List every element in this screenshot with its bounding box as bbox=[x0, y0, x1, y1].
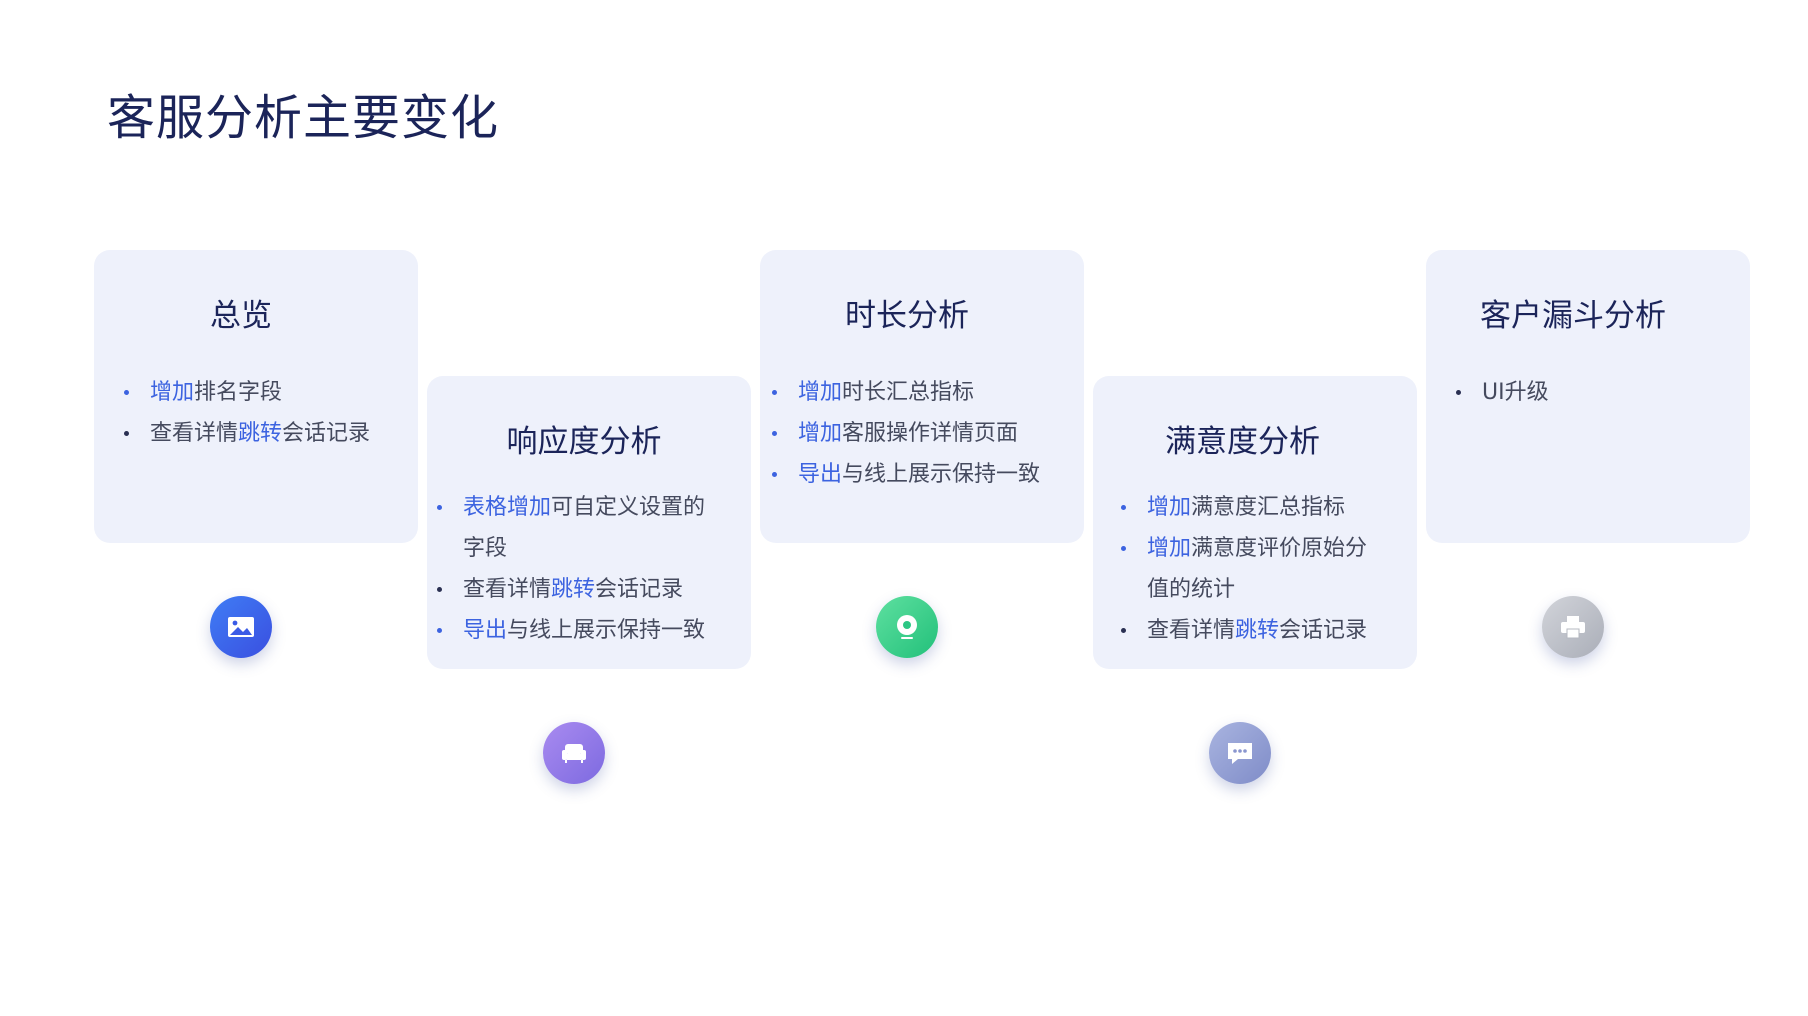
item-text: 时长汇总指标 bbox=[842, 380, 975, 405]
list-item: 增加时长汇总指标 bbox=[772, 372, 1040, 413]
printer-icon bbox=[1542, 596, 1604, 658]
item-text: 查看详情 bbox=[150, 421, 239, 446]
item-text: 值的统计 bbox=[1147, 577, 1236, 602]
list-item: 表格增加可自定义设置的字段 bbox=[437, 487, 705, 569]
card-list: 增加排名字段 查看详情跳转会话记录 bbox=[124, 372, 370, 454]
location-icon bbox=[876, 596, 938, 658]
highlight-text: 增加 bbox=[1147, 495, 1192, 520]
card-list: 增加时长汇总指标 增加客服操作详情页面 导出与线上展示保持一致 bbox=[772, 372, 1040, 495]
list-item: 增加排名字段 bbox=[124, 372, 370, 413]
card-duration: 时长分析 增加时长汇总指标 增加客服操作详情页面 导出与线上展示保持一致 bbox=[760, 250, 1084, 543]
item-text: 排名字段 bbox=[194, 380, 283, 405]
card-title: 响应度分析 bbox=[506, 424, 662, 460]
list-item: 增加满意度汇总指标 bbox=[1121, 487, 1367, 528]
highlight-text: 增加 bbox=[798, 421, 843, 446]
card-response: 响应度分析 表格增加可自定义设置的字段 查看详情跳转会话记录 导出与线上展示保持… bbox=[427, 376, 751, 669]
page-title: 客服分析主要变化 bbox=[107, 90, 500, 146]
card-list: UI升级 bbox=[1456, 372, 1549, 413]
item-text: 与线上展示保持一致 bbox=[842, 462, 1041, 487]
item-text: 字段 bbox=[463, 536, 508, 561]
highlight-text: 增加 bbox=[150, 380, 195, 405]
highlight-text: 跳转 bbox=[238, 421, 283, 446]
item-text: 与线上展示保持一致 bbox=[507, 618, 706, 643]
highlight-text: 增加 bbox=[1147, 536, 1192, 561]
item-text: 客服操作详情页面 bbox=[842, 421, 1019, 446]
list-item: 查看详情跳转会话记录 bbox=[124, 413, 370, 454]
highlight-text: 导出 bbox=[798, 462, 843, 487]
list-item: UI升级 bbox=[1456, 372, 1549, 413]
highlight-text: 跳转 bbox=[551, 577, 596, 602]
item-text: 满意度评价原始分 bbox=[1191, 536, 1368, 561]
card-title: 时长分析 bbox=[845, 298, 969, 334]
card-list: 增加满意度汇总指标 增加满意度评价原始分值的统计 查看详情跳转会话记录 bbox=[1121, 487, 1367, 651]
highlight-text: 增加 bbox=[798, 380, 843, 405]
card-title: 满意度分析 bbox=[1165, 424, 1320, 460]
chat-icon bbox=[1209, 722, 1271, 784]
list-item: 查看详情跳转会话记录 bbox=[1121, 610, 1367, 651]
item-text: 满意度汇总指标 bbox=[1191, 495, 1346, 520]
card-funnel: 客户漏斗分析 UI升级 bbox=[1426, 250, 1750, 543]
item-text: 查看详情 bbox=[463, 577, 552, 602]
list-item: 增加客服操作详情页面 bbox=[772, 413, 1040, 454]
item-text: 会话记录 bbox=[282, 421, 371, 446]
highlight-text: 跳转 bbox=[1235, 618, 1280, 643]
highlight-text: 表格增加 bbox=[463, 495, 552, 520]
armchair-icon bbox=[543, 722, 605, 784]
item-text: 会话记录 bbox=[595, 577, 684, 602]
list-item: 导出与线上展示保持一致 bbox=[437, 610, 705, 651]
list-item: 增加满意度评价原始分值的统计 bbox=[1121, 528, 1367, 610]
card-overview: 总览 增加排名字段 查看详情跳转会话记录 bbox=[94, 250, 418, 543]
item-text: 会话记录 bbox=[1279, 618, 1368, 643]
image-icon bbox=[210, 596, 272, 658]
card-title: 总览 bbox=[210, 298, 272, 334]
card-title: 客户漏斗分析 bbox=[1480, 298, 1666, 334]
card-list: 表格增加可自定义设置的字段 查看详情跳转会话记录 导出与线上展示保持一致 bbox=[437, 487, 705, 651]
item-text: 查看详情 bbox=[1147, 618, 1236, 643]
item-text: UI升级 bbox=[1482, 380, 1549, 405]
list-item: 导出与线上展示保持一致 bbox=[772, 454, 1040, 495]
item-text: 可自定义设置的 bbox=[551, 495, 706, 520]
list-item: 查看详情跳转会话记录 bbox=[437, 569, 705, 610]
highlight-text: 导出 bbox=[463, 618, 508, 643]
card-satisfaction: 满意度分析 增加满意度汇总指标 增加满意度评价原始分值的统计 查看详情跳转会话记… bbox=[1093, 376, 1417, 669]
